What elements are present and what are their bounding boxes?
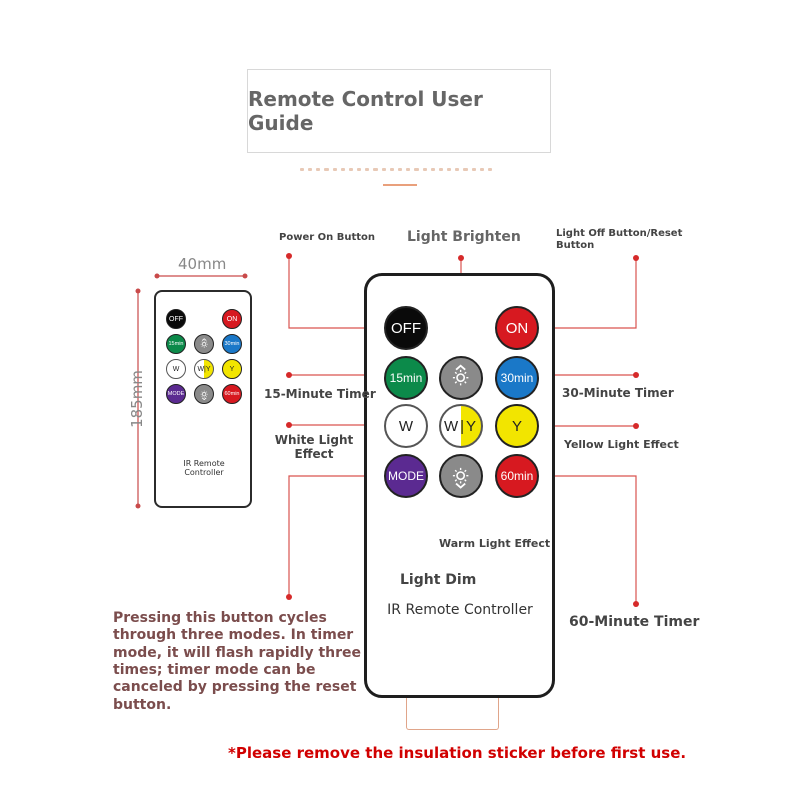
label-timer-30: 30-Minute Timer xyxy=(562,386,674,400)
large-controller-label: IR Remote Controller xyxy=(387,602,533,618)
large-off-button[interactable]: OFF xyxy=(384,306,428,350)
button-label: 30min xyxy=(500,371,534,385)
brightness-up-icon xyxy=(447,364,474,391)
button-label: MODE xyxy=(388,469,424,483)
small-white-button[interactable]: W xyxy=(166,359,186,379)
brightness-up-icon xyxy=(198,338,210,350)
large-mode-button[interactable]: MODE xyxy=(384,454,428,498)
leader-timer-60-dot xyxy=(633,601,639,607)
large-white-button[interactable]: W xyxy=(384,404,428,448)
button-label: MODE xyxy=(167,391,185,397)
button-label: Y xyxy=(511,417,522,435)
button-label: ON xyxy=(226,315,238,323)
small-t30-button[interactable]: 30min xyxy=(222,334,242,354)
brightness-down-icon xyxy=(198,388,210,400)
leader-light-off-dot xyxy=(633,255,639,261)
button-label: ON xyxy=(505,319,529,337)
title-box: Remote Control User Guide xyxy=(247,69,551,153)
large-on-button[interactable]: ON xyxy=(495,306,539,350)
button-label: W|Y xyxy=(197,365,211,373)
large-dim-button[interactable] xyxy=(439,454,483,498)
leader-white-light-dot xyxy=(286,422,292,428)
brightness-down-icon xyxy=(447,462,474,490)
label-timer-60: 60-Minute Timer xyxy=(569,614,700,630)
decorative-dots xyxy=(299,168,493,174)
label-warm-light: Warm Light Effect xyxy=(439,537,551,550)
insulation-warning: *Please remove the insulation sticker be… xyxy=(228,744,687,762)
leader-light-off xyxy=(539,258,637,329)
leader-timer-15-dot xyxy=(286,372,292,378)
button-label: 15min xyxy=(168,341,184,347)
remote-stand xyxy=(406,698,499,730)
leader-timer-30-dot xyxy=(633,372,639,378)
title-underline xyxy=(383,184,417,186)
small-dim-button[interactable] xyxy=(194,384,214,404)
large-t30-button[interactable]: 30min xyxy=(495,356,539,400)
label-light-brighten: Light Brighten xyxy=(407,229,521,245)
small-off-button[interactable]: OFF xyxy=(166,309,186,329)
width-dimension: 40mm xyxy=(178,255,227,273)
leader-yellow-light-dot xyxy=(633,423,639,429)
button-label: W xyxy=(172,365,180,373)
leader-mode xyxy=(288,475,384,597)
button-label: 15min xyxy=(389,371,423,385)
leader-timer-60 xyxy=(539,475,637,604)
label-yellow-light: Yellow Light Effect xyxy=(564,438,679,451)
button-label: Y xyxy=(229,365,235,373)
dimension-lines xyxy=(137,275,245,506)
leader-light-brighten-dot xyxy=(458,255,464,261)
small-on-button[interactable]: ON xyxy=(222,309,242,329)
large-t60-button[interactable]: 60min xyxy=(495,454,539,498)
small-brighten-button[interactable] xyxy=(194,334,214,354)
button-label: W xyxy=(398,417,414,435)
large-warm-button[interactable]: W|Y xyxy=(439,404,483,448)
large-brighten-button[interactable] xyxy=(439,356,483,400)
label-timer-15: 15-Minute Timer xyxy=(264,387,376,401)
button-label: W|Y xyxy=(443,417,479,435)
leader-power-on xyxy=(288,256,384,329)
label-light-dim: Light Dim xyxy=(400,572,477,588)
small-controller-label: IR Remote Controller xyxy=(183,459,225,477)
label-white-light: White Light Effect xyxy=(274,433,354,462)
small-t60-button[interactable]: 60min xyxy=(222,384,242,404)
small-t15-button[interactable]: 15min xyxy=(166,334,186,354)
page-title: Remote Control User Guide xyxy=(248,87,483,135)
button-label: OFF xyxy=(169,315,183,323)
button-label: 60min xyxy=(500,469,534,483)
small-warm-button[interactable]: W|Y xyxy=(194,359,214,379)
button-label: 30min xyxy=(224,341,240,347)
label-light-off: Light Off Button/Reset Button xyxy=(556,228,683,251)
button-label: OFF xyxy=(391,319,421,337)
button-label: 60min xyxy=(224,391,240,397)
mode-button-note: Pressing this button cycles through thre… xyxy=(113,610,362,713)
leader-power-on-dot xyxy=(286,253,292,259)
label-power-on: Power On Button xyxy=(279,232,376,243)
leader-mode-dot xyxy=(286,594,292,600)
small-mode-button[interactable]: MODE xyxy=(166,384,186,404)
large-yellow-button[interactable]: Y xyxy=(495,404,539,448)
small-yellow-button[interactable]: Y xyxy=(222,359,242,379)
large-t15-button[interactable]: 15min xyxy=(384,356,428,400)
